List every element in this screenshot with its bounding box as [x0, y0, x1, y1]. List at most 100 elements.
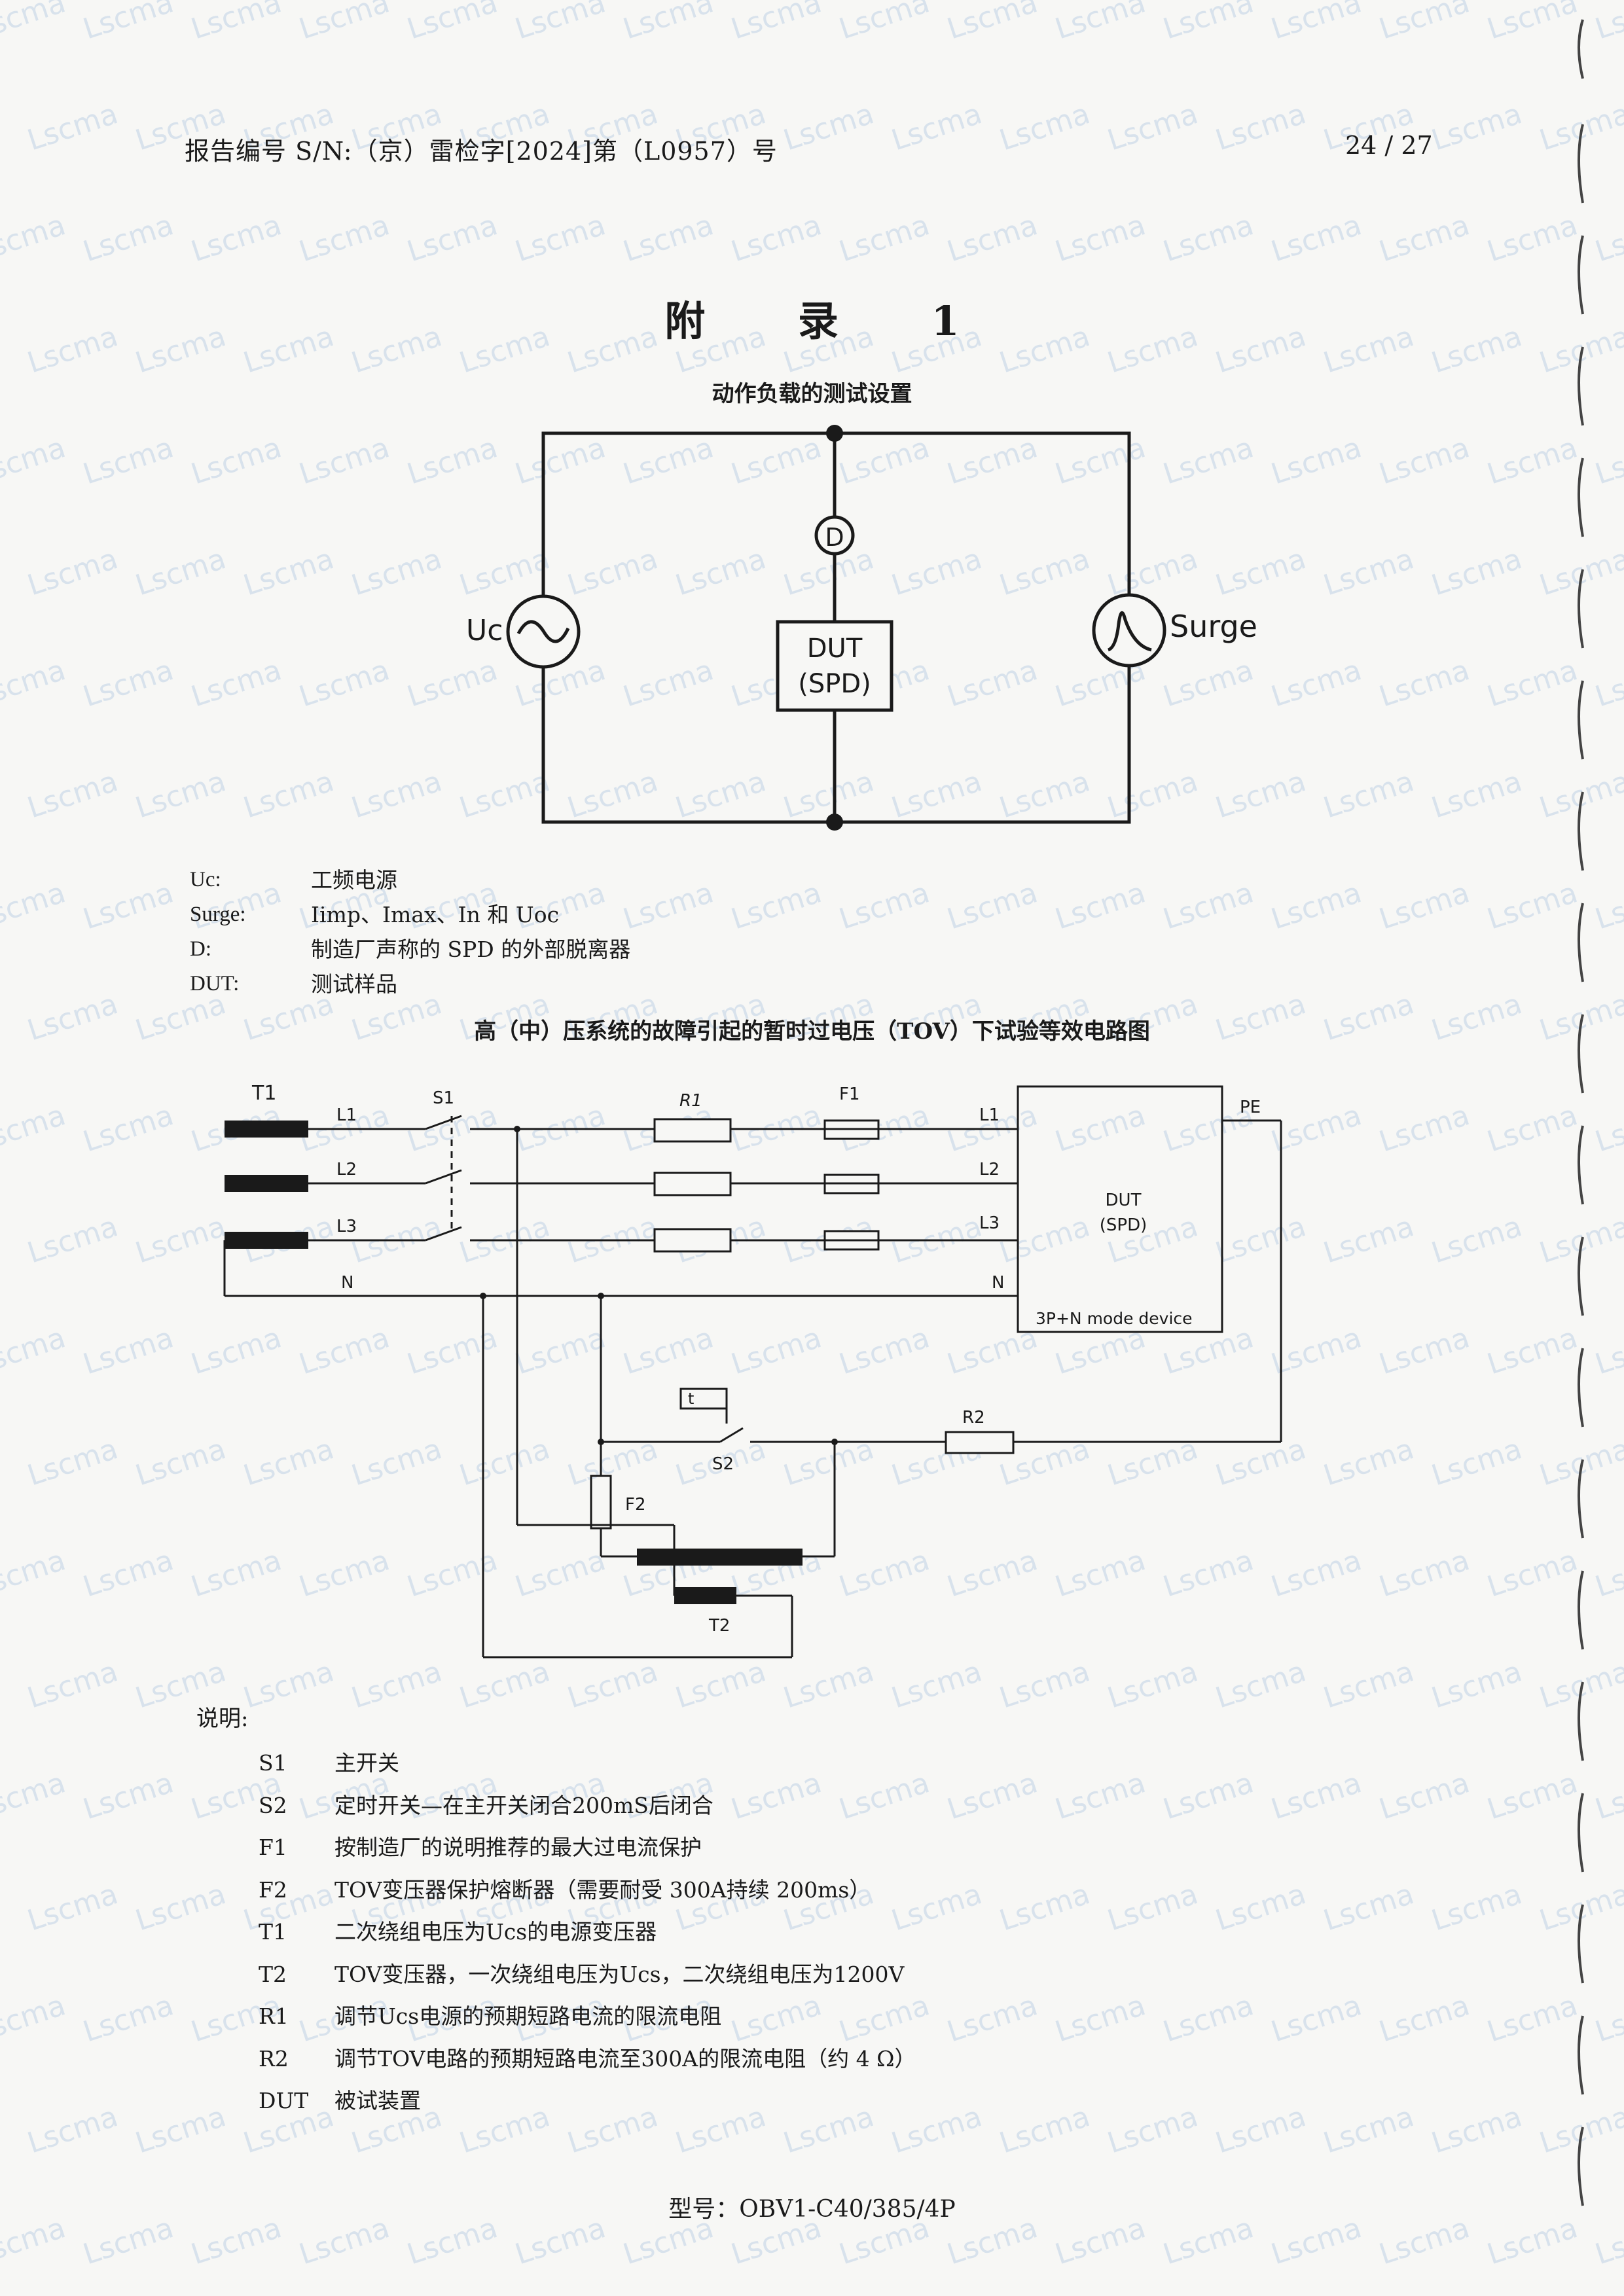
model-number: 型号：OBV1-C40/385/4P [668, 2196, 956, 2223]
r2-label: R2 [962, 1408, 985, 1427]
surge-label: Surge [1170, 609, 1257, 644]
legend-description: 工频电源 [311, 867, 397, 893]
f2-fuse [590, 1475, 612, 1530]
s1-label: S1 [433, 1088, 454, 1108]
legend-description: 制造厂声称的 SPD 的外部脱离器 [311, 937, 631, 962]
f2-label: F2 [625, 1495, 646, 1515]
note-description: 按制造厂的说明推荐的最大过电流保护 [334, 1835, 702, 1860]
note-description: 调节Ucs电源的预期短路电流的限流电阻 [334, 2003, 722, 2029]
f1-label: F1 [839, 1085, 860, 1104]
watermark-text: Lscma [996, 1877, 1094, 1937]
watermark-text: Lscma [1320, 1877, 1418, 1937]
watermark-text: Lscma [1536, 1877, 1624, 1937]
watermark-text: Lscma [835, 876, 933, 936]
watermark-text: Lscma [1267, 876, 1365, 936]
note-row: DUT 被试装置 [259, 2080, 916, 2123]
watermark-text: Lscma [1591, 1766, 1624, 1826]
note-description: 二次绕组电压为Ucs的电源变压器 [334, 1919, 657, 1945]
legend-symbol: Uc: [190, 868, 221, 891]
t2-primary-winding [637, 1549, 803, 1566]
s2-label: S2 [712, 1454, 734, 1474]
watermark-text: Lscma [0, 1988, 69, 2049]
watermark-text: Lscma [1159, 1988, 1257, 2049]
timer-label: t [688, 1390, 694, 1408]
junction-dot-top [826, 425, 843, 442]
page-number: 24 / 27 [1345, 131, 1433, 160]
figure1-title: 动作负载的测试设置 [712, 381, 912, 407]
watermark-text: Lscma [79, 1988, 177, 2049]
legend-row: DUT: 测试样品 [190, 967, 630, 1001]
watermark-text: Lscma [1483, 876, 1581, 936]
legend-symbol: Surge: [190, 903, 246, 926]
watermark-text: Lscma [132, 1877, 230, 1937]
watermark-text: Lscma [1320, 2100, 1418, 2160]
disconnector-symbol [814, 515, 855, 556]
note-description: 定时开关—在主开关闭合200mS后闭合 [334, 1792, 713, 1818]
l3-right-label: L3 [979, 1213, 1000, 1233]
note-symbol: DUT [259, 2088, 309, 2113]
note-description: 调节TOV电路的预期短路电流至300A的限流电阻（约 4 Ω） [334, 2045, 916, 2072]
watermark-text: Lscma [24, 2100, 122, 2160]
note-description: 被试装置 [334, 2088, 421, 2113]
surge-generator-symbol [1092, 593, 1166, 668]
watermark-text: Lscma [1212, 2100, 1310, 2160]
note-symbol: S1 [259, 1750, 287, 1776]
note-description: 主开关 [334, 1750, 399, 1776]
watermark-text: Lscma [943, 1766, 1041, 1826]
l2-left-label: L2 [336, 1160, 357, 1179]
legend-row: D:制造厂声称的 SPD 的外部脱离器 [190, 932, 630, 967]
note-description: TOV变压器，一次绕组电压为Ucs，二次绕组电压为1200V [334, 1961, 905, 1987]
r2-resistor [945, 1431, 1015, 1454]
dut-label: DUT [807, 634, 863, 664]
mode-device-label: 3P+N mode device [1036, 1309, 1193, 1328]
note-description: TOV变压器保护熔断器（需要耐受 300A持续 200ms） [334, 1876, 871, 1903]
watermark-text: Lscma [1483, 1766, 1581, 1826]
note-row: S2 定时开关—在主开关闭合200mS后闭合 [259, 1785, 916, 1827]
t2-secondary-winding [674, 1587, 736, 1604]
source-label: Uc [466, 614, 503, 647]
watermark-text: Lscma [132, 2100, 230, 2160]
l2-right-label: L2 [979, 1160, 1000, 1179]
r1-resistors [653, 1118, 732, 1253]
legend-description: 测试样品 [311, 971, 397, 997]
note-symbol: T2 [259, 1961, 287, 1987]
dut-box [776, 620, 893, 712]
note-row: T2 TOV变压器，一次绕组电压为Ucs，二次绕组电压为1200V [259, 1954, 916, 1996]
note-row: S1 主开关 [259, 1742, 916, 1785]
watermark-text: Lscma [1159, 1766, 1257, 1826]
note-symbol: S2 [259, 1792, 287, 1818]
note-row: R2 调节TOV电路的预期短路电流至300A的限流电阻（约 4 Ω） [259, 2038, 916, 2081]
l1-left-label: L1 [336, 1105, 357, 1125]
fig2-dut-box [1017, 1085, 1223, 1333]
legend-symbol: DUT: [190, 972, 240, 996]
fig2-dut-label: DUT [1106, 1191, 1142, 1210]
n-left-label: N [341, 1273, 353, 1293]
disconnector-label: D [825, 523, 844, 552]
figure2-title: 高（中）压系统的故障引起的暂时过电压（TOV）下试验等效电路图 [474, 1018, 1150, 1045]
t2-label: T2 [708, 1616, 730, 1636]
watermark-text: Lscma [1375, 1766, 1473, 1826]
note-symbol: F1 [259, 1835, 287, 1860]
watermark-text: Lscma [79, 876, 177, 936]
watermark-text: Lscma [0, 1766, 69, 1826]
watermark-text: Lscma [79, 1766, 177, 1826]
junction-dot-bottom [826, 814, 843, 831]
n-right-label: N [992, 1273, 1004, 1293]
figure1-legend: Uc:工频电源 Surge:Iimp、Imax、In 和 Uoc D:制造厂声称… [190, 863, 630, 1001]
watermark-text: Lscma [1051, 876, 1149, 936]
fig2-dut-sub-label: (SPD) [1100, 1215, 1147, 1235]
note-row: F1 按制造厂的说明推荐的最大过电流保护 [259, 1827, 916, 1869]
watermark-text: Lscma [1104, 1877, 1202, 1937]
watermark-text: Lscma [24, 1877, 122, 1937]
notes-list: S1 主开关 S2 定时开关—在主开关闭合200mS后闭合 F1 按制造厂的说明推荐的… [259, 1742, 916, 2123]
l3-left-label: L3 [336, 1217, 357, 1236]
pe-label: PE [1240, 1098, 1261, 1117]
watermark-text: Lscma [1591, 1988, 1624, 2049]
note-symbol: R2 [259, 2045, 289, 2072]
watermark-text: Lscma [619, 876, 717, 936]
timer-box [679, 1388, 728, 1410]
t1-label: T1 [251, 1082, 276, 1105]
